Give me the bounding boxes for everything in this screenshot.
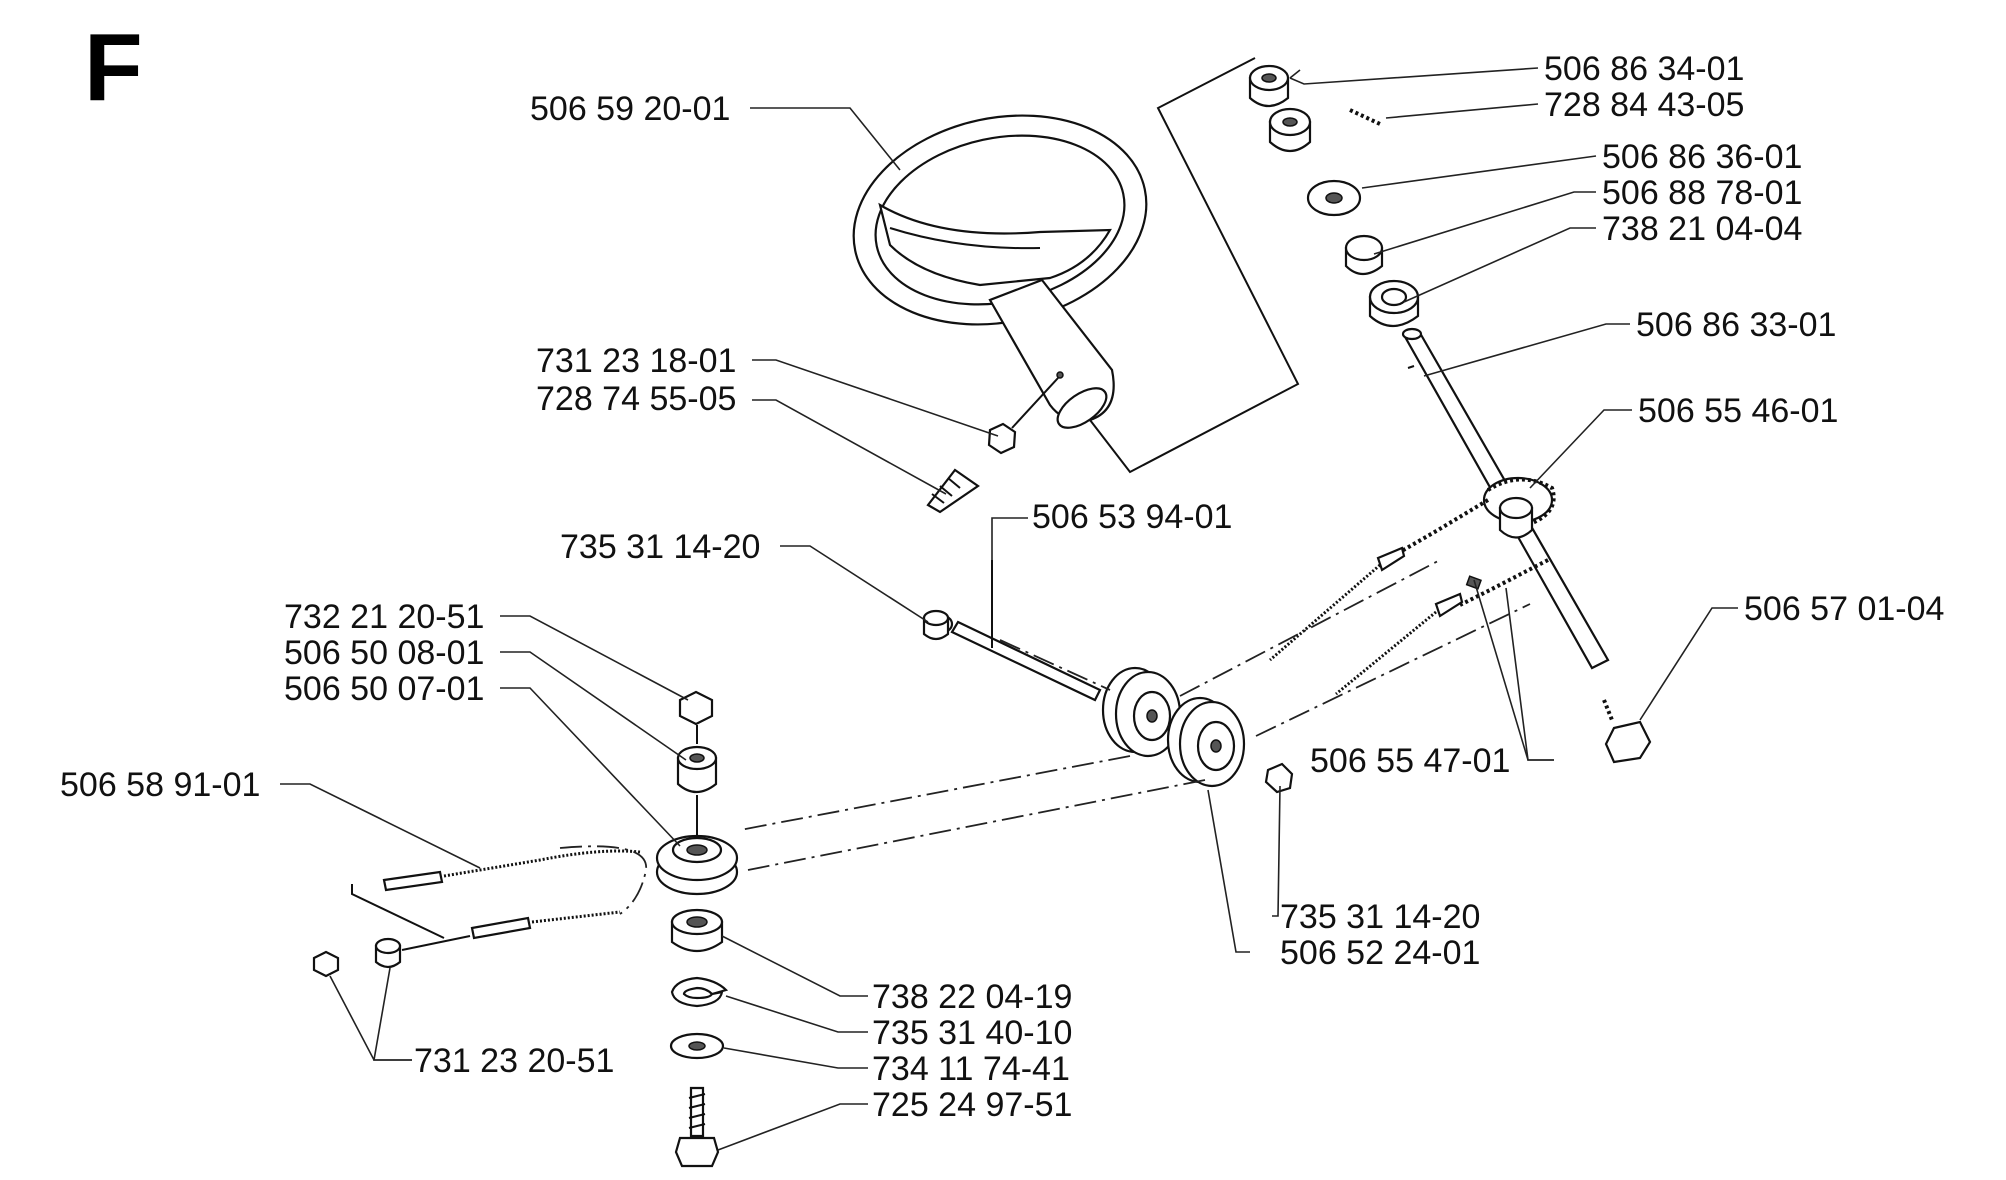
leader-lines bbox=[280, 67, 1738, 1151]
part-label-506-58-91-01: 506 58 91-01 bbox=[60, 766, 260, 804]
belt-line-b bbox=[747, 779, 1206, 871]
cable-lower bbox=[1335, 610, 1437, 696]
chain-upper bbox=[1398, 498, 1490, 554]
bowden-cable bbox=[351, 845, 647, 940]
wheel-screw bbox=[926, 468, 980, 514]
bushing-column bbox=[1344, 234, 1384, 276]
part-label-506-88-78-01: 506 88 78-01 bbox=[1602, 174, 1802, 212]
bearing-column bbox=[1368, 279, 1420, 328]
washer-column bbox=[1306, 179, 1362, 217]
collar-top bbox=[1248, 64, 1290, 108]
part-label-731-23-20-51: 731 23 20-51 bbox=[414, 1042, 614, 1080]
belt-line-d bbox=[1255, 603, 1531, 737]
cable-end-lower bbox=[1434, 592, 1464, 618]
steering-wheel bbox=[852, 114, 1148, 429]
idler-bearing bbox=[670, 908, 724, 953]
idler-spacer bbox=[676, 745, 718, 794]
part-label-738-22-04-19: 738 22 04-19 bbox=[872, 978, 1072, 1016]
belt-line-c bbox=[1179, 559, 1441, 697]
pin-centerline bbox=[999, 639, 1111, 691]
collar-second bbox=[1268, 107, 1312, 153]
part-label-506-53-94-01: 506 53 94-01 bbox=[1032, 498, 1232, 536]
pulley-left bbox=[1101, 666, 1182, 758]
part-label-728-74-55-05: 728 74 55-05 bbox=[536, 380, 736, 418]
part-label-735-31-14-20-upper: 735 31 14-20 bbox=[560, 528, 760, 566]
sprocket bbox=[1482, 476, 1556, 539]
shaft-bolt bbox=[1602, 699, 1652, 764]
cable-nut-right bbox=[374, 937, 402, 969]
part-label-728-84-43-05: 728 84 43-05 bbox=[1544, 86, 1744, 124]
pulley-right bbox=[1166, 696, 1246, 788]
part-label-506-57-01-04: 506 57 01-04 bbox=[1744, 590, 1944, 628]
cable-end-upper bbox=[1376, 546, 1406, 572]
part-label-506-86-36-01: 506 86 36-01 bbox=[1602, 138, 1802, 176]
part-label-506-55-46-01: 506 55 46-01 bbox=[1638, 392, 1838, 430]
part-label-506-86-33-01: 506 86 33-01 bbox=[1636, 306, 1836, 344]
idler-pulley bbox=[655, 834, 739, 896]
part-label-506-55-47-01: 506 55 47-01 bbox=[1310, 742, 1510, 780]
part-label-506-50-08-01: 506 50 08-01 bbox=[284, 634, 484, 672]
part-label-506-86-34-01: 506 86 34-01 bbox=[1544, 50, 1744, 88]
part-label-734-11-74-41: 734 11 74-41 bbox=[872, 1050, 1070, 1088]
idler-washer bbox=[669, 1032, 725, 1060]
set-screw bbox=[1349, 108, 1381, 126]
part-label-725-24-97-51: 725 24 97-51 bbox=[872, 1086, 1072, 1124]
idler-bolt bbox=[674, 1086, 720, 1168]
section-letter: F bbox=[84, 14, 143, 121]
belt-line-a bbox=[739, 755, 1131, 831]
idler-nut bbox=[678, 690, 714, 726]
part-label-735-31-40-10: 735 31 40-10 bbox=[872, 1014, 1072, 1052]
part-label-731-23-18-01: 731 23 18-01 bbox=[536, 342, 736, 380]
circlip bbox=[670, 976, 729, 1008]
link-piece bbox=[1465, 575, 1482, 590]
part-label-732-21-20-51: 732 21 20-51 bbox=[284, 598, 484, 636]
pulley-nut bbox=[1264, 762, 1294, 794]
cable-upper bbox=[1269, 563, 1381, 662]
part-label-735-31-14-20-lower: 735 31 14-20 bbox=[1280, 898, 1480, 936]
part-label-738-21-04-04: 738 21 04-04 bbox=[1602, 210, 1802, 248]
wheel-nut bbox=[987, 377, 1059, 455]
pulley-pin bbox=[926, 613, 1102, 702]
part-label-506-52-24-01: 506 52 24-01 bbox=[1280, 934, 1480, 972]
part-label-506-59-20-01: 506 59 20-01 bbox=[530, 90, 730, 128]
part-label-506-50-07-01: 506 50 07-01 bbox=[284, 670, 484, 708]
bracket-outline bbox=[1089, 57, 1300, 474]
small-nut-upper bbox=[922, 609, 950, 641]
cable-nut-left bbox=[312, 950, 340, 978]
